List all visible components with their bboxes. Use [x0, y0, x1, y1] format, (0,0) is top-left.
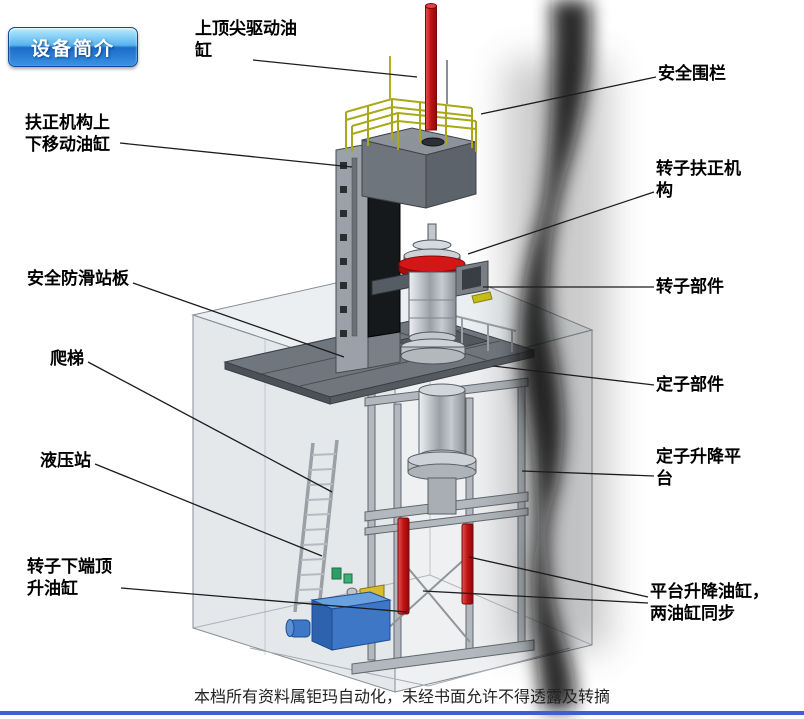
footer-disclaimer: 本档所有资料属钜玛自动化，未经书面允许不得透露及转摘 [193, 687, 610, 706]
hydraulic-unit [285, 567, 392, 651]
rotor-assembly [371, 223, 489, 365]
label-ladder: 爬梯 [50, 349, 84, 369]
platform-lift-cylinders-graphic [397, 517, 474, 615]
label-rotor-component: 转子部件 [656, 277, 724, 297]
head-box [361, 127, 477, 209]
leader-anti-slip-platform [132, 282, 345, 358]
label-stator-platform: 定子升降平台 [656, 447, 741, 490]
leader-stator-component [492, 365, 655, 386]
stator-column [407, 383, 477, 515]
label-rotor-bottom-cylinder: 转子下端顶升油缸 [27, 557, 112, 600]
leader-platform-cylinder-1 [468, 556, 649, 598]
top-drive-rod [425, 3, 437, 131]
leader-rotor-centering [467, 191, 655, 255]
title-badge-label: 设备简介 [30, 37, 115, 60]
leader-lines [87, 59, 657, 613]
leader-ladder [87, 361, 333, 493]
leader-top-drive-cylinder [252, 59, 418, 78]
label-platform-cylinders: 平台升降油缸，两油缸同步 [650, 582, 769, 625]
label-stator-component: 定子部件 [656, 375, 724, 395]
leader-safety-fence [480, 76, 657, 115]
label-safety-fence: 安全围栏 [658, 64, 726, 84]
bottom-divider [0, 711, 804, 715]
label-hydraulic-station: 液压站 [40, 451, 91, 471]
leader-centering-cylinder [119, 142, 353, 168]
leader-rotor-bottom-cylinder [120, 587, 408, 613]
label-anti-slip-platform: 安全防滑站板 [27, 269, 129, 289]
title-badge: 设备简介 [8, 27, 138, 67]
label-centering-cylinder: 扶正机构上下移动油缸 [25, 113, 110, 156]
label-rotor-centering: 转子扶正机构 [656, 159, 741, 202]
leader-platform-cylinder-2 [422, 590, 649, 604]
leader-stator-platform [521, 470, 655, 477]
leader-hydraulic-station [94, 463, 323, 557]
label-top-drive-cylinder: 上顶尖驱动油缸 [195, 19, 297, 62]
ladder-graphic [293, 439, 339, 613]
shadow-smudge [505, 0, 610, 710]
safety-railing [345, 56, 477, 152]
